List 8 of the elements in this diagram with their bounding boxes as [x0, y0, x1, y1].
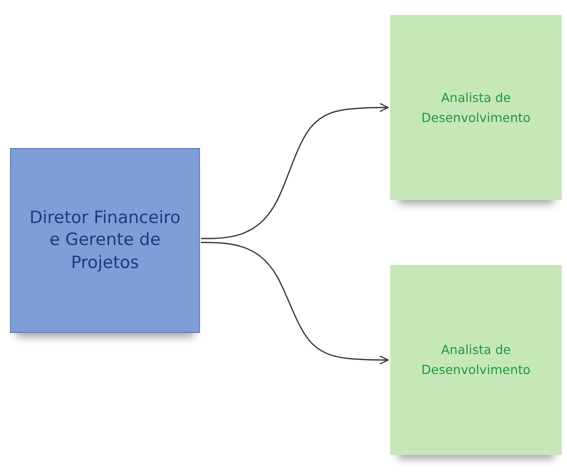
- note-text: Diretor Financeiro e Gerente de Projetos: [28, 207, 182, 274]
- curved-arrow: [201, 102, 389, 240]
- sticky-note: [390, 15, 562, 200]
- curved-arrow: [201, 242, 389, 365]
- note-text: Analista de Desenvolvimento: [420, 341, 532, 379]
- sticky-note: [390, 265, 562, 455]
- sticky-note: [10, 148, 200, 333]
- note-text: Analista de Desenvolvimento: [420, 88, 532, 126]
